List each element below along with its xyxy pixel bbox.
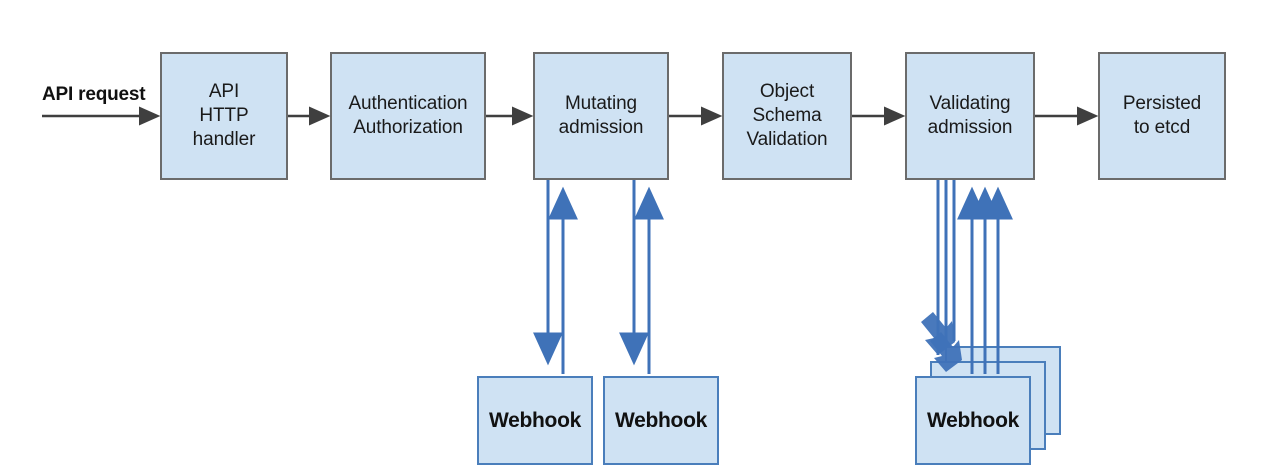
stage-label: Mutating admission	[558, 93, 644, 138]
connector-validating-to-webhook-stack	[921, 180, 1013, 374]
stage-authentication-authorization[interactable]: Authentication Authorization	[330, 52, 486, 180]
stage-label: Validating admission	[927, 93, 1013, 138]
api-request-label: API request	[42, 84, 146, 105]
webhook-label: Webhook	[926, 408, 1019, 432]
stage-mutating-admission[interactable]: Mutating admission	[533, 52, 669, 180]
stage-label: Persisted to etcd	[1122, 93, 1202, 138]
stage-api-http-handler[interactable]: API HTTP handler	[160, 52, 288, 180]
connector-mutating-to-webhook-1	[533, 180, 578, 374]
connector-mutating-to-webhook-2	[619, 180, 664, 374]
webhook-box-mutating-2[interactable]: Webhook	[603, 376, 719, 465]
webhook-label: Webhook	[614, 408, 707, 432]
webhook-box-mutating-1[interactable]: Webhook	[477, 376, 593, 465]
stage-label: API HTTP handler	[192, 81, 256, 150]
stage-persisted-to-etcd[interactable]: Persisted to etcd	[1098, 52, 1226, 180]
webhook-label: Webhook	[488, 408, 581, 432]
stage-label: Object Schema Validation	[746, 81, 828, 150]
stage-object-schema-validation[interactable]: Object Schema Validation	[722, 52, 852, 180]
stage-validating-admission[interactable]: Validating admission	[905, 52, 1035, 180]
webhook-box-validating-1[interactable]: Webhook	[915, 376, 1031, 465]
stage-label: Authentication Authorization	[348, 93, 468, 138]
